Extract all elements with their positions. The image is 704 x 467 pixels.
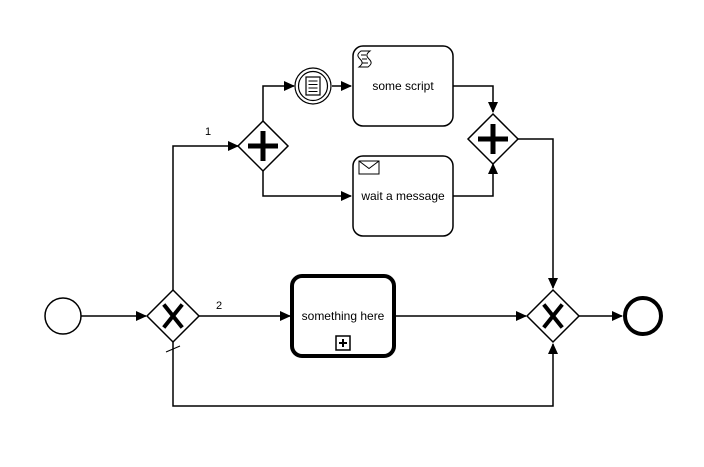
receive-task-box (352, 155, 454, 237)
exclusive-gateway-split[interactable] (145, 288, 201, 344)
exclusive-gateway-join[interactable] (525, 288, 581, 344)
flow-parallel-to-intermediate[interactable] (262, 81, 295, 121)
conditional-event-inner-ring (297, 70, 329, 102)
script-icon (357, 50, 372, 68)
conditional-event-icon (305, 76, 321, 96)
subprocess-box (290, 274, 396, 358)
flow-split-to-parallel[interactable] (172, 141, 239, 290)
subprocess-label: something here (302, 309, 385, 323)
flow-label-lower: 2 (216, 300, 222, 312)
end-event-icon[interactable] (623, 296, 663, 336)
x-marker-icon (542, 303, 564, 329)
collapsed-subprocess[interactable]: something here (290, 274, 396, 358)
parallel-gateway-split[interactable] (236, 119, 290, 173)
script-task[interactable]: some script (352, 45, 454, 127)
x-marker-icon (162, 303, 184, 329)
flow-receive-to-join-parallel[interactable] (453, 163, 498, 197)
receive-task-label: wait a message (360, 189, 445, 203)
start-event-icon[interactable] (44, 297, 82, 335)
collapsed-subprocess-marker-icon[interactable] (335, 335, 351, 351)
plus-marker-icon (478, 124, 508, 154)
intermediate-conditional-event[interactable] (294, 67, 332, 105)
flow-parallel-to-receive-task[interactable] (262, 171, 352, 201)
script-task-label: some script (372, 79, 434, 93)
default-flow-marker (165, 345, 181, 353)
receive-task[interactable]: wait a message (352, 155, 454, 237)
flow-default-split-to-join[interactable] (172, 342, 558, 407)
flow-label-upper: 1 (205, 126, 211, 138)
sequence-flows (81, 81, 623, 407)
envelope-icon (358, 160, 380, 175)
script-task-box (352, 45, 454, 127)
plus-marker-icon (248, 131, 278, 161)
flow-join-parallel-to-join-exclusive[interactable] (518, 138, 558, 289)
parallel-gateway-join[interactable] (466, 112, 520, 166)
conditional-lines (308, 80, 318, 92)
flow-script-to-join-parallel[interactable] (453, 85, 498, 113)
